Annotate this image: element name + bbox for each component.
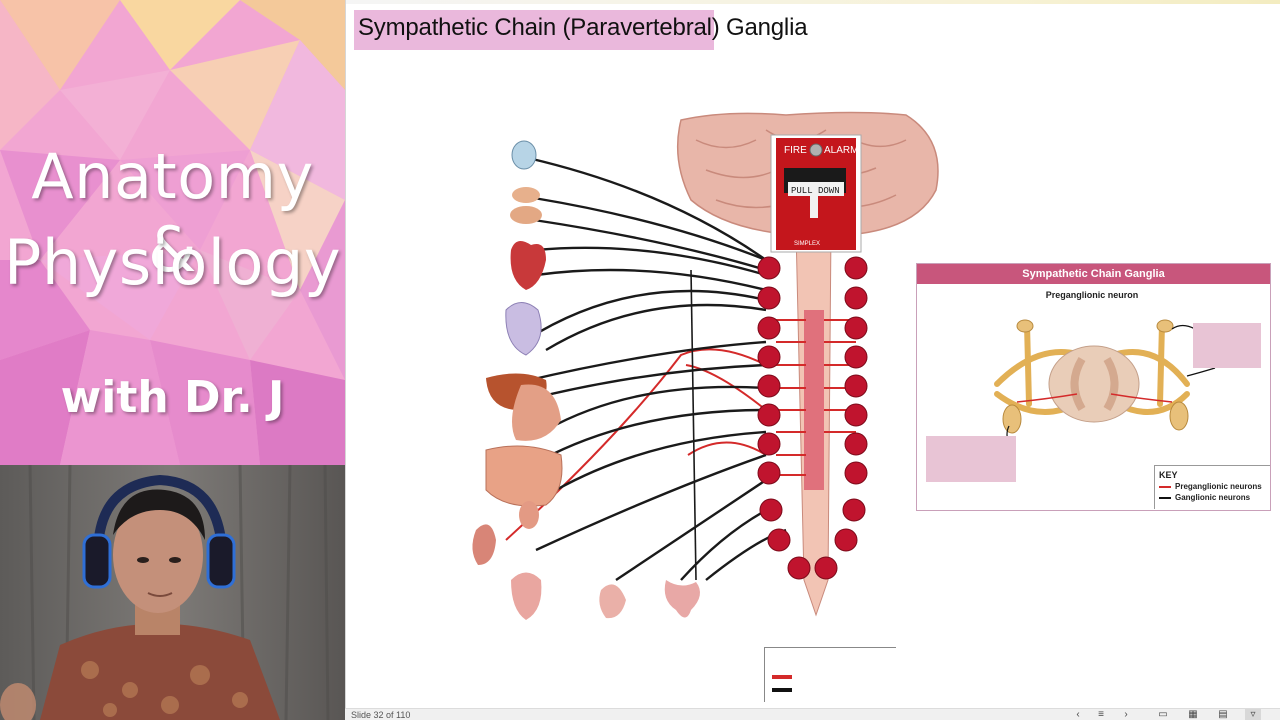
mini-black-swatch — [772, 688, 792, 692]
key-title: KEY — [1159, 470, 1178, 480]
brand-title-line2: Physiology — [3, 226, 342, 299]
key-item-label: Ganglionic neurons — [1175, 493, 1251, 502]
alarm-fire-word: FIRE — [784, 145, 807, 156]
blank-label-box-left — [926, 436, 1016, 482]
next-icon[interactable]: › — [1124, 709, 1128, 720]
branding-panel: Anatomy & Physiology with Dr. J — [0, 0, 345, 465]
inset-key: KEY Preganglionic neurons Ganglionic neu… — [1154, 465, 1270, 509]
inset-figure: Sympathetic Chain Ganglia — [916, 263, 1271, 511]
black-line-swatch — [1159, 496, 1171, 499]
alarm-brand: SIMPLEX — [794, 241, 820, 247]
key-item-ganglionic: Ganglionic neurons — [1159, 493, 1270, 502]
inset-header: Sympathetic Chain Ganglia — [917, 264, 1270, 284]
webcam-feed — [0, 465, 345, 720]
alarm-pull-label: PULL DOWN — [791, 186, 840, 196]
slide-canvas: Sympathetic Chain (Paravertebral) Gangli… — [345, 0, 1280, 708]
spinal-cord-cross-section — [994, 319, 1216, 445]
blank-label-box-right — [1193, 323, 1261, 368]
slideshow-icon[interactable]: ▿ — [1245, 709, 1261, 720]
key-item-preganglionic: Preganglionic neurons — [1159, 482, 1270, 491]
mini-red-swatch — [772, 675, 792, 679]
slide-title: Sympathetic Chain (Paravertebral) Gangli… — [358, 14, 808, 41]
key-item-label: Preganglionic neurons — [1175, 482, 1262, 491]
status-bar: Slide 32 of 110 ‹ ≡ › ▭ ▦ ▤ ▿ — [345, 708, 1280, 720]
slide-counter: Slide 32 of 110 — [351, 710, 411, 720]
preganglionic-neuron-label: Preganglionic neuron — [1045, 290, 1139, 300]
red-line-swatch — [1159, 485, 1171, 488]
normal-view-icon[interactable]: ▭ — [1158, 709, 1168, 720]
reading-view-icon[interactable]: ▤ — [1218, 709, 1228, 720]
slide-sorter-icon[interactable]: ▦ — [1188, 709, 1198, 720]
brand-subtitle: with Dr. J — [60, 372, 285, 423]
sympathetic-chain-diagram: FIRE ALARM PULL DOWN SIMPLEX — [472, 111, 939, 620]
brand-title-line1: Anatomy & — [31, 140, 314, 286]
organ-illustrations — [472, 140, 700, 620]
notes-icon[interactable]: ≡ — [1098, 709, 1104, 720]
title-highlight — [354, 10, 714, 50]
fire-alarm-illustration: FIRE ALARM PULL DOWN SIMPLEX — [770, 134, 862, 253]
mini-legend-box — [764, 647, 896, 702]
alarm-alarm-word: ALARM — [824, 145, 858, 156]
prev-icon[interactable]: ‹ — [1076, 709, 1080, 720]
slide-top-strip — [346, 0, 1280, 4]
polygon-background — [0, 0, 345, 465]
presenter-video — [0, 465, 345, 720]
